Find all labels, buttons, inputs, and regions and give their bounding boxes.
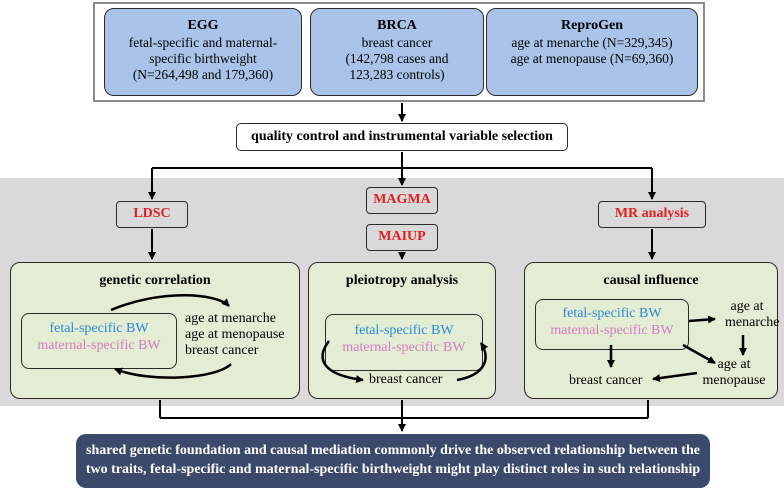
fetal-bw-label: fetal-specific BW [562,306,662,321]
trait-label: age at menarche [185,311,276,326]
source-egg-name: EGG [187,18,219,33]
source-brca-line: (142,798 cases and [345,51,449,66]
source-reprogen-line: age at menarche (N=329,345) [511,35,673,50]
method-mr: MR analysis [598,201,706,228]
source-brca-line: breast cancer [361,35,433,50]
source-egg-line: fetal-specific and maternal- [128,35,278,50]
outcome-label: breast cancer [569,373,643,388]
correlation-arrows [110,294,232,379]
conclusion-line: two traits, fetal-specific and maternal-… [85,462,701,477]
bw-box: fetal-specific BW maternal-specific BW [21,313,177,369]
panel-causal-influence: causal influence fetal-specific BW mater… [524,262,780,399]
maternal-bw-label: maternal-specific BW [550,323,674,338]
conclusion-line: shared genetic foundation and causal med… [86,443,700,458]
method-ldsc: LDSC [116,201,188,228]
menopause-line: age at [717,357,751,372]
bw-box: fetal-specific BW maternal-specific BW [535,299,689,350]
maternal-bw-label: maternal-specific BW [37,338,161,353]
panel-title: causal influence [603,273,699,288]
source-reprogen-line: age at menopause (N=69,360) [510,51,674,66]
method-maiup: MAIUP [366,224,438,251]
source-brca-line: 123,283 controls) [349,67,445,82]
menarche-line: age at [730,299,764,314]
panel-title: pleiotropy analysis [345,273,459,288]
fetal-bw-label: fetal-specific BW [354,323,454,338]
panel-genetic-correlation: genetic correlation fetal-specific BW ma… [10,262,300,399]
trait-label: breast cancer [185,343,259,358]
source-egg: EGG fetal-specific and maternal- specifi… [104,8,302,96]
method-magma: MAGMA [366,187,438,214]
source-brca: BRCA breast cancer (142,798 cases and 12… [310,8,484,96]
menopause-line: menopause [702,373,766,388]
fetal-bw-label: fetal-specific BW [49,321,149,336]
maternal-bw-label: maternal-specific BW [342,340,466,355]
menarche-label: age at menarche [725,299,780,331]
source-brca-name: BRCA [377,18,417,33]
bw-box: fetal-specific BW maternal-specific BW [325,314,483,371]
outcome-label: breast cancer [369,372,443,387]
menarche-line: menarche [725,315,780,330]
menopause-label: age at menopause [699,357,769,389]
source-reprogen: ReproGen age at menarche (N=329,345) age… [486,8,698,96]
source-egg-line: specific birthweight [149,51,257,66]
source-egg-line: (N=264,498 and 179,360) [132,67,274,82]
pleiotropy-arrows [321,340,489,384]
trait-label: age at menopause [185,327,285,342]
qc-box: quality control and instrumental variabl… [236,123,568,151]
conclusion-box: shared genetic foundation and causal med… [76,434,710,488]
source-reprogen-name: ReproGen [561,18,623,33]
causal-arrows [607,315,747,383]
panel-pleiotropy: pleiotropy analysis fetal-specific BW ma… [308,262,496,399]
panel-title: genetic correlation [99,273,211,288]
